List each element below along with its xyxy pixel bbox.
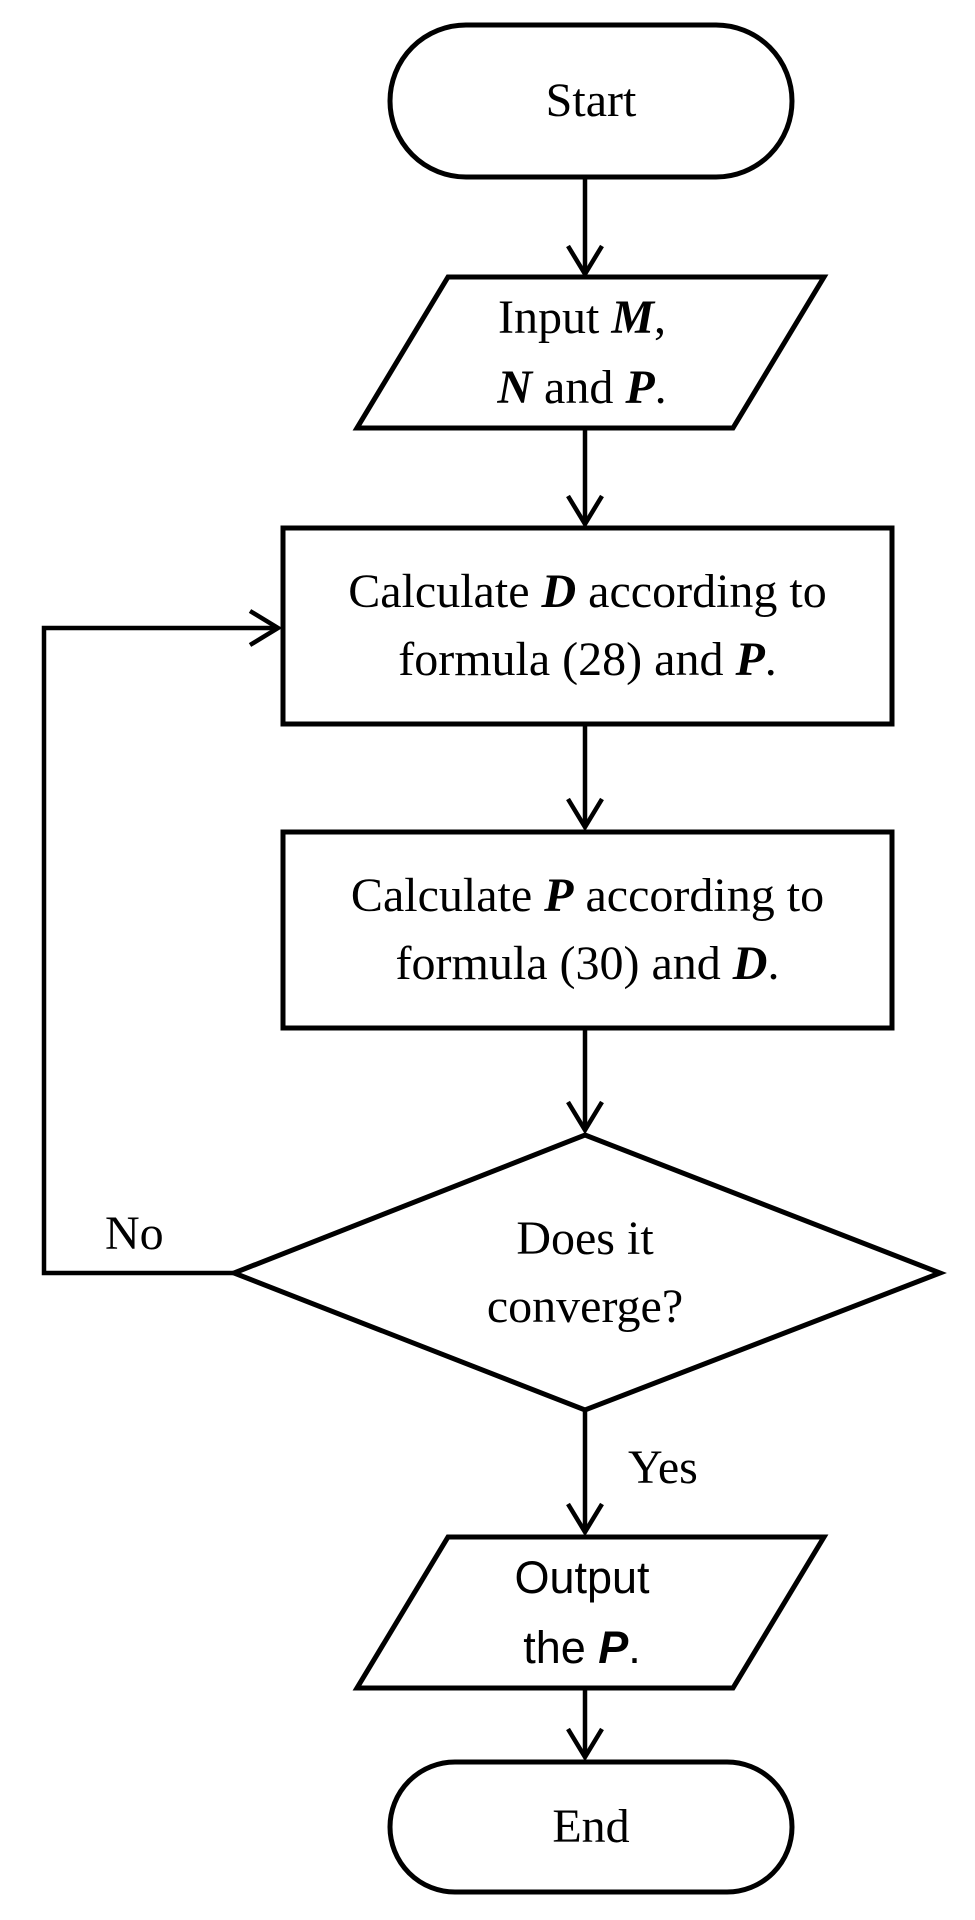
text-segment: . — [654, 361, 667, 414]
calc-d-process-shape — [280, 525, 895, 727]
input-label: Input M, N and P. — [392, 279, 772, 427]
decision-line-2: converge? — [486, 1279, 684, 1333]
arrow-start-to-input — [566, 177, 604, 279]
variable-p: P — [735, 633, 765, 686]
input-line-1: Input M, — [498, 283, 666, 353]
calc-p-line-2: formula (30) and D. — [396, 930, 780, 998]
calc-p-label: Calculate P according to formula (30) an… — [283, 832, 892, 1028]
variable-d: D — [541, 565, 577, 618]
arrowhead-down-icon — [566, 1502, 604, 1537]
variable-p: P — [544, 869, 574, 922]
end-label: End — [390, 1762, 792, 1892]
start-text: Start — [545, 74, 637, 127]
start-terminator-shape — [387, 22, 795, 180]
arrowhead-down-icon — [566, 797, 604, 832]
text-segment: and — [532, 361, 626, 414]
decision-label: Does it converge? — [335, 1200, 835, 1345]
calc-d-line-1: Calculate D according to — [348, 558, 827, 626]
variable-d: D — [732, 937, 768, 990]
text-segment: the — [523, 1622, 599, 1673]
text-segment: . — [767, 937, 780, 990]
arrowhead-down-icon — [566, 1100, 604, 1135]
arrowhead-down-icon — [566, 494, 604, 529]
text-segment: Input — [497, 291, 612, 344]
text-segment: , — [654, 291, 666, 344]
output-label: Output the P. — [392, 1540, 772, 1686]
text-segment: Calculate — [348, 565, 542, 618]
calc-d-line-2: formula (28) and P. — [398, 626, 777, 694]
calc-d-label: Calculate D according to formula (28) an… — [283, 528, 892, 724]
arrowhead-down-icon — [566, 1727, 604, 1762]
calc-p-line-1: Calculate P according to — [351, 862, 824, 930]
input-line-2: N and P. — [497, 353, 666, 423]
decision-line-1: Does it — [516, 1211, 654, 1265]
no-edge-label: No — [105, 1207, 164, 1260]
variable-p: P — [598, 1622, 629, 1673]
arrow-input-to-calcd — [566, 428, 604, 529]
text-segment: formula (30) and — [395, 937, 733, 990]
variable-m: M — [611, 291, 654, 344]
arrow-calcd-to-calcp — [566, 724, 604, 832]
output-line-1: Output — [514, 1552, 650, 1603]
output-parallelogram-shape — [352, 1534, 829, 1691]
no-loop-edge — [41, 609, 283, 1276]
arrowhead-down-icon — [566, 244, 604, 279]
end-terminator-shape — [387, 1759, 795, 1895]
end-text: End — [552, 1800, 630, 1853]
yes-edge-label: Yes — [628, 1441, 698, 1494]
arrow-calcp-to-decision — [566, 1028, 604, 1135]
input-parallelogram-shape — [352, 274, 829, 431]
text-segment: formula (28) and — [398, 633, 736, 686]
no-loop-line — [41, 625, 274, 1276]
text-segment: . — [628, 1622, 641, 1673]
calc-p-process-shape — [280, 829, 895, 1031]
arrowhead-right-icon — [248, 609, 283, 647]
start-label: Start — [390, 25, 792, 177]
variable-n: N — [497, 361, 533, 414]
text-segment: according to — [573, 869, 825, 922]
output-line-2: the P. — [523, 1613, 641, 1683]
text-segment: Calculate — [350, 869, 545, 922]
variable-p: P — [625, 361, 655, 414]
arrow-output-to-end — [566, 1688, 604, 1762]
arrow-decision-to-output — [566, 1410, 604, 1537]
text-segment: according to — [576, 565, 827, 618]
text-segment: . — [764, 633, 777, 686]
